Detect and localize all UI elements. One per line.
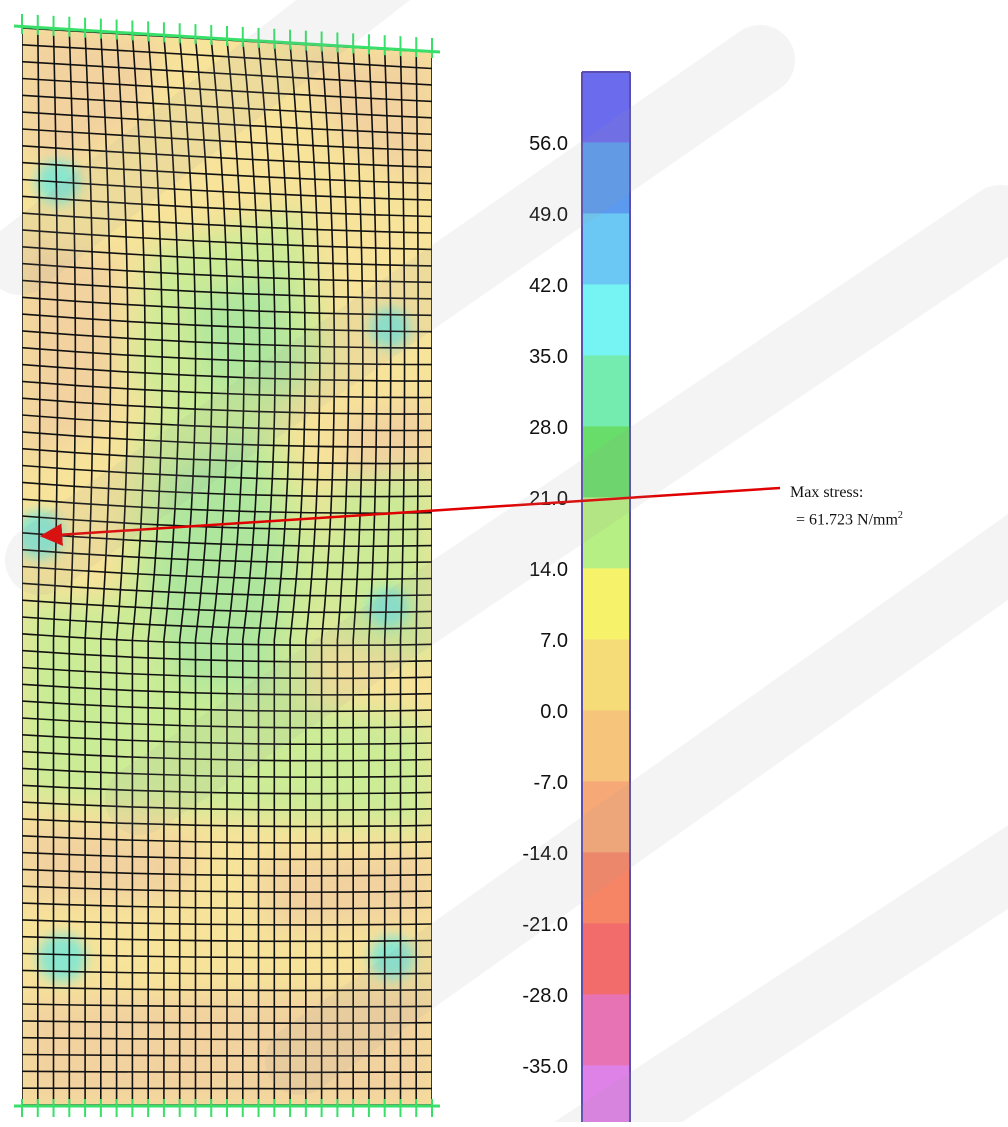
legend-band [582,72,630,143]
legend-band [582,214,630,285]
legend-tick-label: 7.0 [540,630,568,652]
max-stress-label: Max stress: [790,484,863,502]
legend-band [582,569,630,640]
legend-band [582,711,630,782]
stress-hotspot [38,934,86,982]
legend-band [582,853,630,924]
legend-band [582,924,630,995]
legend-tick-label: 42.0 [529,275,568,297]
mesh-line-horizontal [22,1071,432,1072]
legend-tick-label: 14.0 [529,559,568,581]
legend-tick-label: -35.0 [522,1056,568,1078]
legend-color-bar [582,72,630,1122]
legend-tick-label: -14.0 [522,843,568,865]
legend-tick-label: 28.0 [529,417,568,439]
legend-tick-label: -21.0 [522,914,568,936]
legend-band [582,143,630,214]
legend-tick-label: 0.0 [540,701,568,723]
legend-band [582,995,630,1066]
legend-tick-label: 21.0 [529,488,568,510]
stress-plate [16,28,432,1105]
legend-band [582,427,630,498]
legend-band [582,640,630,711]
contour-region [260,850,432,930]
legend-tick-label: 35.0 [529,346,568,368]
legend-tick-labels: 56.0 49.0 42.0 35.0 28.0 21.0 14.0 7.0 0.0 -7.0 -1… [522,133,568,1078]
legend-band [582,285,630,356]
units-exponent: 2 [898,510,903,521]
legend-band [582,498,630,569]
legend-tick-label: 56.0 [529,133,568,155]
max-stress-number: = 61.723 N/mm [796,511,898,528]
legend-band [582,1066,630,1122]
legend-band [582,782,630,853]
legend-tick-label: -7.0 [534,772,568,794]
max-stress-value: = 61.723 N/mm2 [796,510,903,529]
legend-band [582,356,630,427]
legend-tick-label: -28.0 [522,985,568,1007]
legend-tick-label: 49.0 [529,204,568,226]
